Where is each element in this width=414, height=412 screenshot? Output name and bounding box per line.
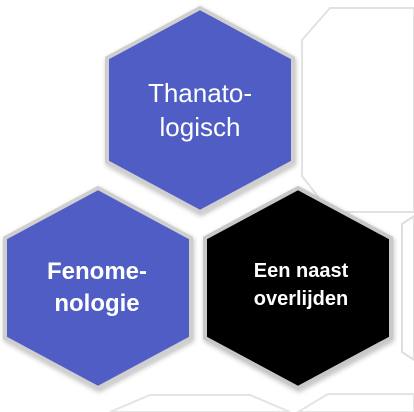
outline-hex-bottom [109,394,291,412]
node-label-top: Thanato- logisch [147,78,253,142]
node-label-right: Een naast overlijden [253,260,349,310]
hex-right [203,185,393,391]
outline-hex-top-right [301,7,414,213]
hex-top [105,5,295,215]
outline-hex-bottom-right [296,393,414,412]
outline-hex-right-edge [401,214,414,362]
hex-left [3,185,193,391]
node-label-left: Fenome- nologie [46,258,147,317]
